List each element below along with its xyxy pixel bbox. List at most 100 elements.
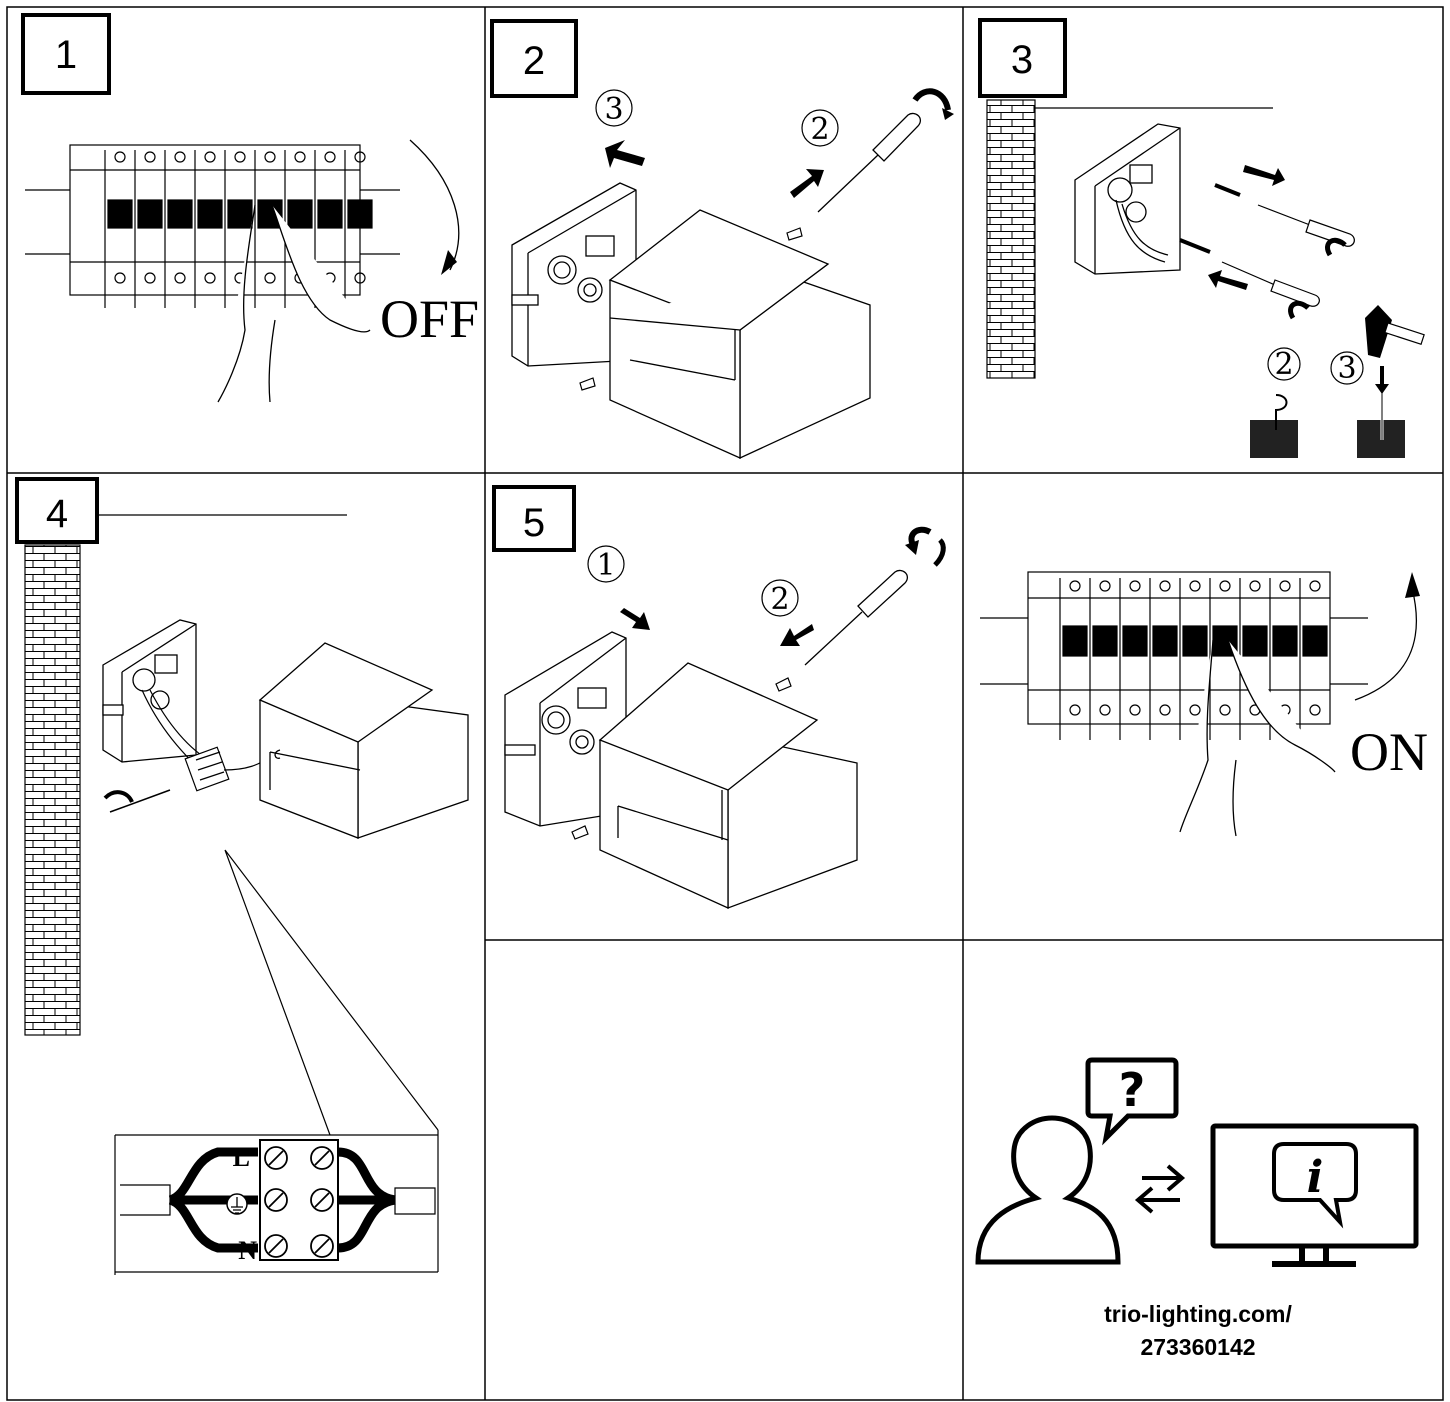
panel-step-3: 3 2 3 — [978, 18, 1425, 458]
terminal-screw — [1279, 580, 1291, 592]
arrow-right-icon — [790, 169, 824, 198]
terminal-screw — [174, 151, 186, 163]
terminal-screw — [1249, 580, 1261, 592]
marker-1: 1 — [596, 548, 615, 583]
step-number-2: 2 — [523, 39, 545, 83]
terminal-screw — [264, 151, 276, 163]
terminal-block — [184, 746, 230, 792]
support-url[interactable]: trio-lighting.com/ — [1104, 1301, 1292, 1327]
terminal-screw — [294, 151, 306, 163]
terminal-label-n: N — [238, 1236, 257, 1265]
terminal-screw — [1099, 580, 1111, 592]
panel-step-2: 2 3 2 — [490, 19, 954, 460]
breaker-panel-off — [25, 144, 400, 308]
brick-wall — [986, 99, 1036, 379]
support-article-number: 273360142 — [1140, 1334, 1255, 1360]
arrow-right-icon — [620, 608, 650, 630]
curved-arrow-icon — [409, 139, 460, 271]
terminal-screw — [1069, 580, 1081, 592]
hammer-icon — [1365, 305, 1425, 358]
screw-icon — [571, 677, 792, 840]
terminal-screw — [144, 151, 156, 163]
marker-2: 2 — [1274, 347, 1293, 382]
terminal-label-l: L — [233, 1143, 250, 1172]
brick-wall — [24, 544, 81, 1036]
terminal-screw — [324, 151, 336, 163]
wall-plug-icon — [1179, 183, 1241, 254]
breaker-switch — [317, 199, 343, 229]
screwdriver-icon — [804, 569, 909, 666]
arrow-left-icon — [780, 624, 814, 646]
step-number-box-3 — [978, 18, 1067, 98]
mounting-plate — [504, 631, 627, 827]
monitor-icon — [1210, 1123, 1419, 1267]
panel-grid — [6, 6, 1444, 1401]
terminal-screw — [1189, 580, 1201, 592]
drill-hole-icon — [1250, 420, 1298, 458]
screwdriver-icon — [817, 112, 922, 213]
breaker-switch — [1302, 625, 1328, 657]
mounting-plate — [102, 619, 197, 763]
mounting-plate — [1074, 123, 1181, 275]
breaker-switch — [1272, 625, 1298, 657]
terminal-screw — [1129, 580, 1141, 592]
step-number-box-4 — [15, 477, 99, 544]
terminal-screw — [1159, 580, 1171, 592]
breaker-panel-on — [980, 571, 1368, 740]
terminal-screw — [1219, 580, 1231, 592]
step-number-box-5 — [492, 485, 576, 552]
breaker-switch — [167, 199, 193, 229]
terminal-screw — [234, 151, 246, 163]
breaker-switch — [287, 199, 313, 229]
breaker-switch — [1182, 625, 1208, 657]
rotate-icon — [103, 790, 134, 803]
step-number-4: 4 — [46, 492, 68, 536]
rotate-icon — [912, 88, 951, 111]
lamp-body — [608, 209, 871, 460]
finger-icon — [1179, 639, 1336, 837]
on-label: ON — [1350, 722, 1428, 782]
step-number-box-1 — [21, 13, 111, 95]
marker-3: 3 — [1337, 351, 1356, 386]
step-number-5: 5 — [523, 501, 545, 545]
screwdriver-icon — [1221, 204, 1355, 307]
step-number-1: 1 — [55, 33, 77, 77]
breaker-switch — [347, 199, 373, 229]
panel-step-5: 5 1 2 — [492, 485, 946, 910]
terminal-screw — [1309, 580, 1321, 592]
wiring-detail: L N — [114, 1130, 439, 1275]
panel-power-on: ON — [980, 571, 1428, 837]
panel-step-1: 1 OFF — [21, 13, 479, 403]
breaker-switch — [137, 199, 163, 229]
user-icon — [975, 1115, 1121, 1265]
breaker-switch — [1092, 625, 1118, 657]
marker-3: 3 — [604, 92, 623, 127]
arrow-left-icon — [605, 140, 645, 168]
breaker-switch — [107, 199, 133, 229]
marker-2: 2 — [770, 582, 789, 617]
breaker-switch — [197, 199, 223, 229]
curved-arrow-icon — [1354, 587, 1418, 701]
info-icon: i — [1307, 1152, 1324, 1203]
terminal-screw — [204, 151, 216, 163]
terminal-screw — [114, 151, 126, 163]
panel-step-4: 4 — [15, 477, 469, 1275]
lamp-body — [258, 642, 469, 839]
breaker-switch — [1242, 625, 1268, 657]
screwdriver-icon — [109, 789, 171, 813]
breaker-switch — [1062, 625, 1088, 657]
question-bubble-icon — [1085, 1057, 1179, 1146]
marker-2: 2 — [810, 112, 829, 147]
step-number-3: 3 — [1011, 38, 1033, 82]
terminal-screw — [354, 151, 366, 163]
arrow-left-icon — [1208, 270, 1248, 290]
off-label: OFF — [380, 289, 479, 349]
question-mark: ? — [1119, 1063, 1146, 1117]
breaker-switch — [1152, 625, 1178, 657]
breaker-switch — [1122, 625, 1148, 657]
lamp-body — [598, 662, 858, 910]
mounting-plate — [511, 182, 637, 367]
breaker-switch — [227, 199, 253, 229]
